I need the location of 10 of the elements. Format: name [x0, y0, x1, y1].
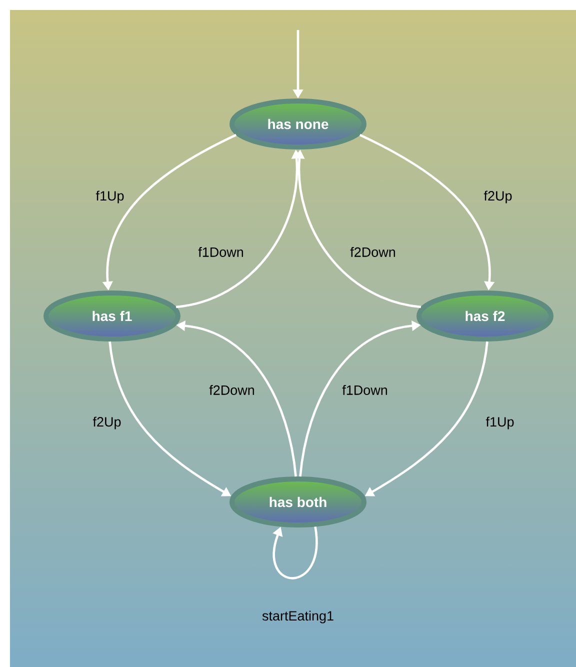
edge-label: f1Up: [96, 190, 124, 204]
edge-label: f2Down: [209, 385, 254, 395]
edge-label: f1Down: [342, 385, 387, 395]
edge-label: f2Up: [92, 416, 121, 430]
edge-label: f2Down: [350, 247, 395, 257]
edge-label: f1Down: [198, 247, 243, 257]
arrow: [272, 526, 318, 580]
edge-label: f2Up: [484, 190, 512, 204]
edge-label: f1Up: [486, 416, 514, 430]
edge-label: startEating1: [262, 610, 334, 624]
